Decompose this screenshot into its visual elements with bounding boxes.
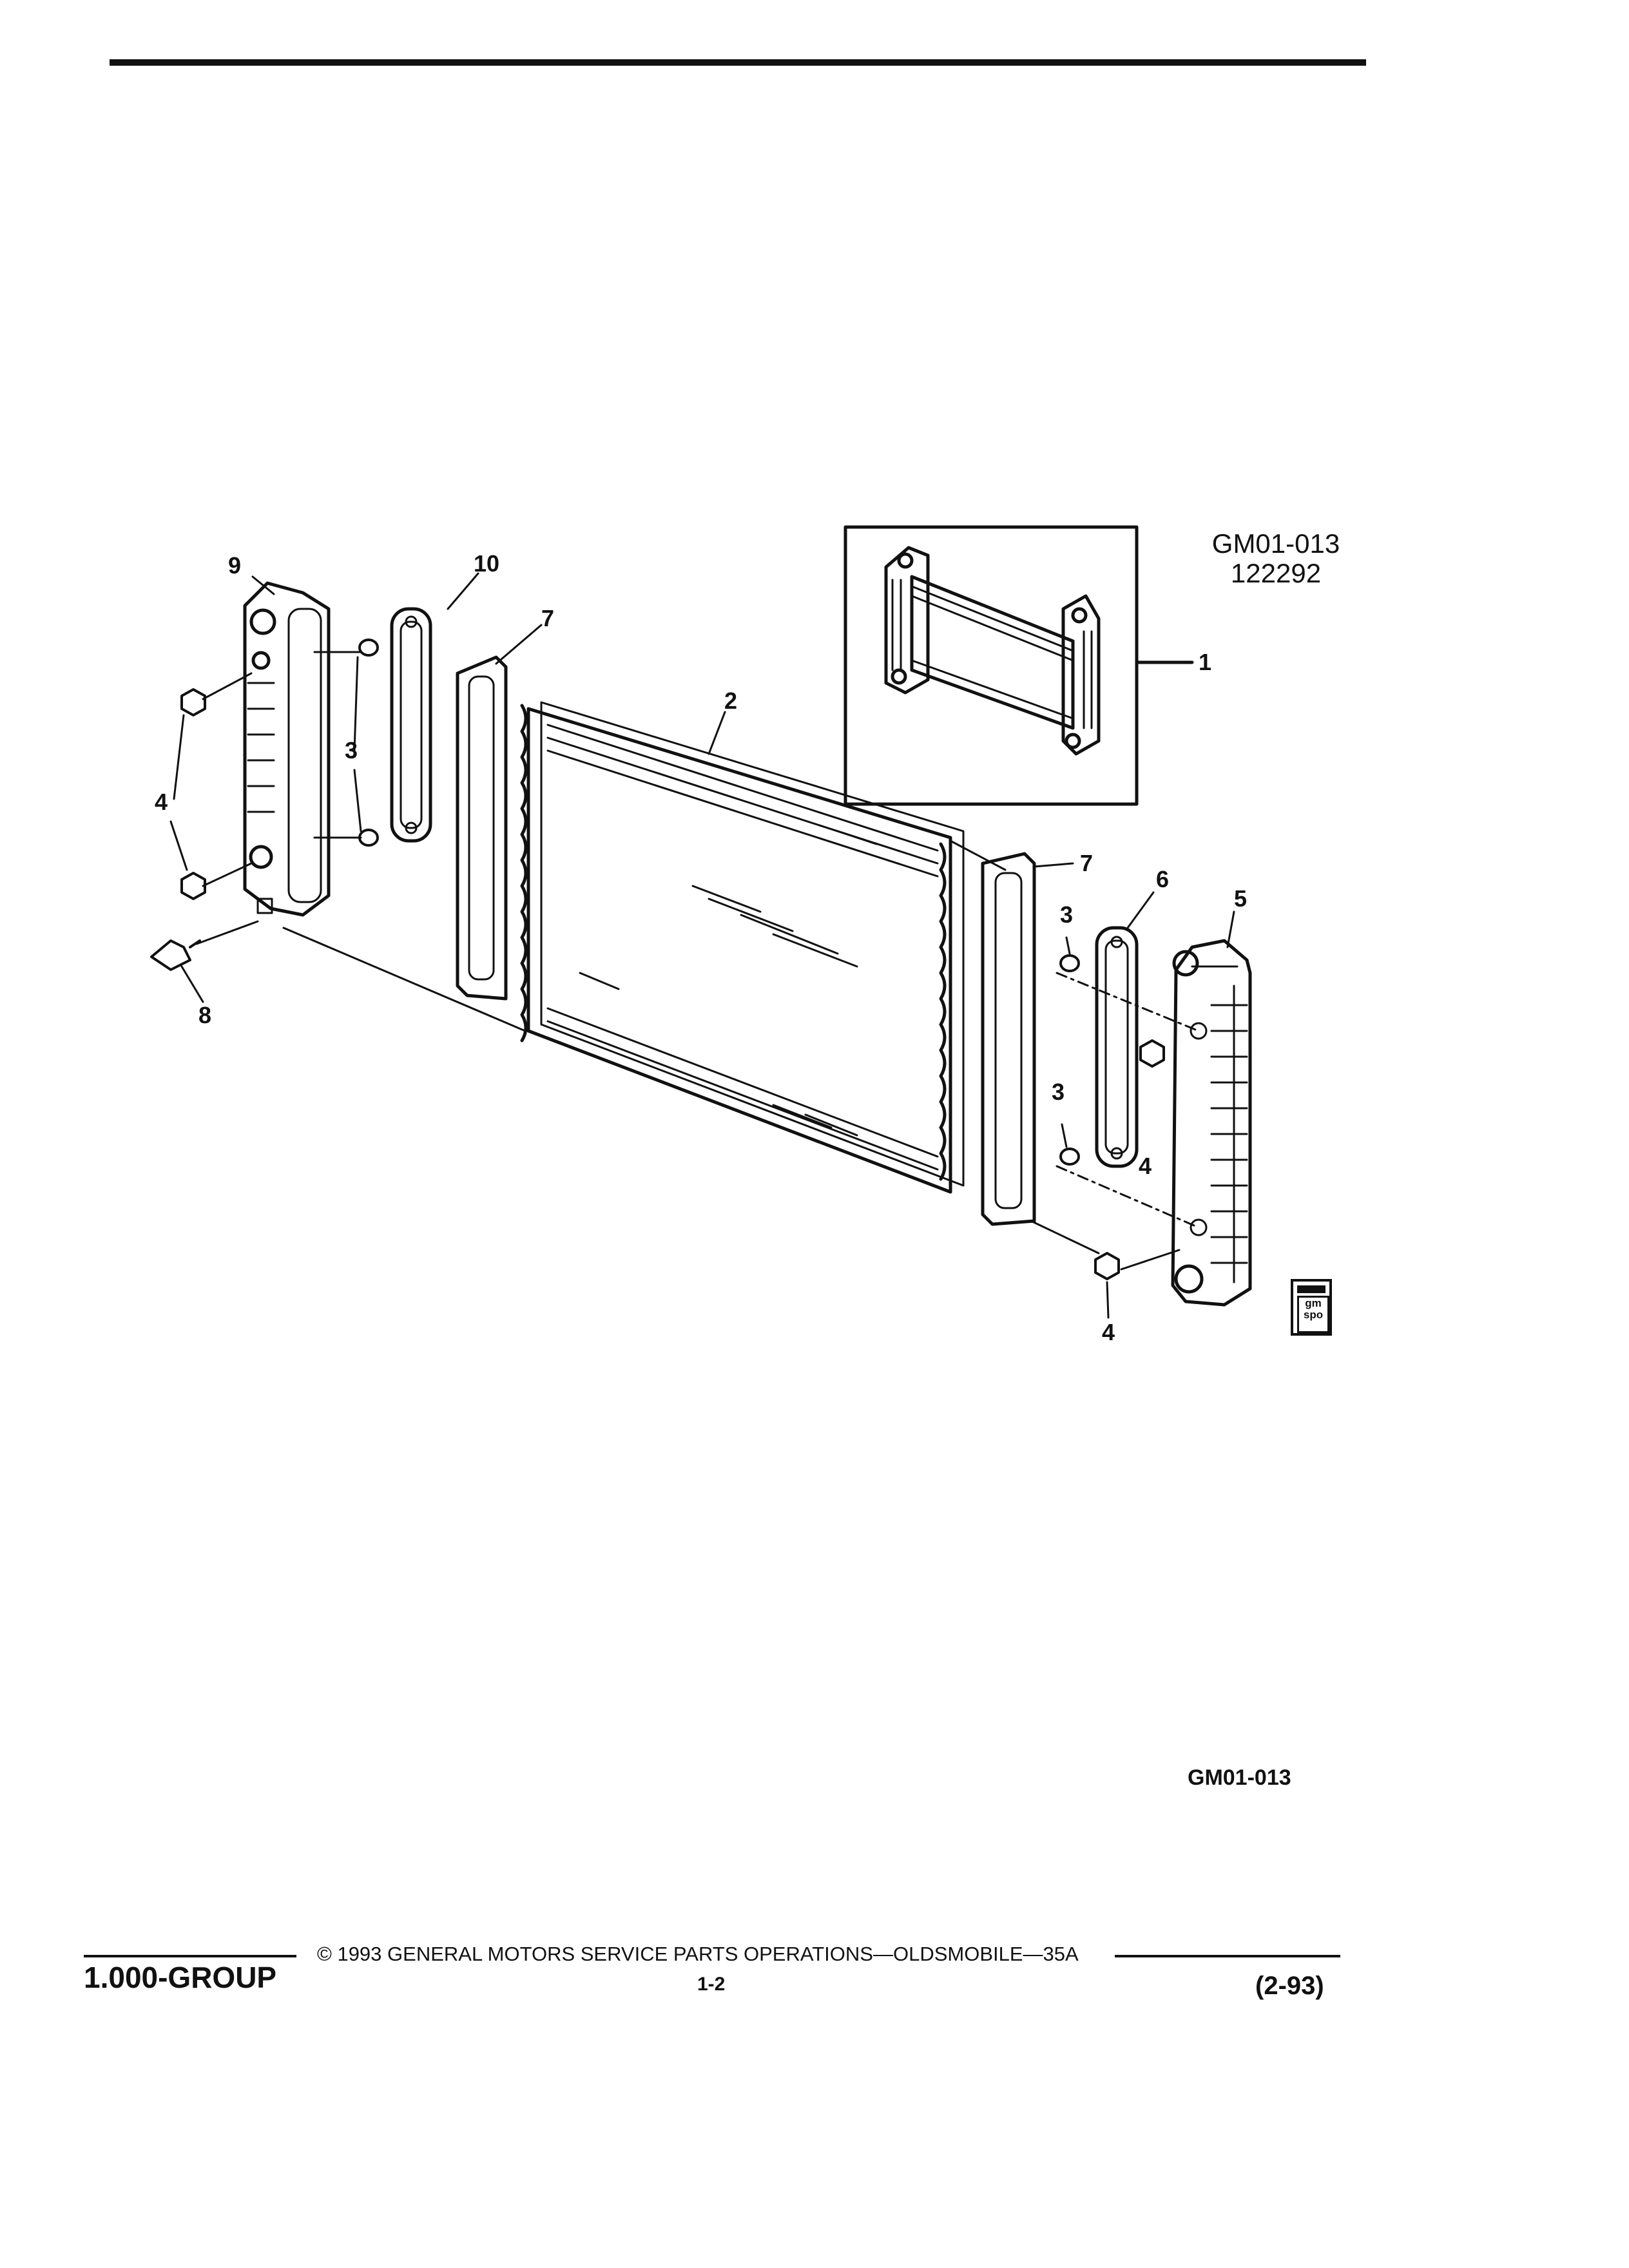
callout-7-right: 7 xyxy=(1080,850,1094,876)
gasket-right xyxy=(1095,926,1139,1168)
footer-copyright: © 1993 GENERAL MOTORS SERVICE PARTS OPER… xyxy=(317,1943,1079,1965)
callout-3-right-upper: 3 xyxy=(1060,901,1074,928)
footer-date: (2-93) xyxy=(1255,1972,1324,2000)
callout-1: 1 xyxy=(1199,649,1212,675)
logo-text: gm spo xyxy=(1297,1296,1329,1333)
seal-left xyxy=(456,655,508,1001)
drain-cock xyxy=(150,939,201,971)
callout-3-left: 3 xyxy=(345,737,358,764)
footer-rule-left xyxy=(84,1955,296,1957)
callout-4-left: 4 xyxy=(155,789,168,815)
callout-3-right-lower: 3 xyxy=(1052,1079,1065,1105)
footer-group: 1.000-GROUP xyxy=(84,1961,277,1994)
nuts xyxy=(180,688,1165,1280)
callout-6: 6 xyxy=(1156,866,1170,892)
callout-7-left: 7 xyxy=(541,605,555,631)
left-tank xyxy=(243,581,331,917)
radiator-core xyxy=(520,701,965,1194)
footer-rule-right xyxy=(1115,1955,1340,1957)
seal-right xyxy=(981,852,1036,1226)
leader-lines xyxy=(169,572,1235,1319)
grommets xyxy=(358,639,1080,1166)
callout-8: 8 xyxy=(198,1002,212,1028)
right-tank xyxy=(1171,939,1252,1307)
callout-4-right-bottom: 4 xyxy=(1102,1319,1115,1345)
top-rule xyxy=(110,59,1366,66)
gasket-left xyxy=(390,607,432,843)
callout-4-right-middle: 4 xyxy=(1139,1153,1152,1179)
inset-assembled-radiator xyxy=(843,525,1194,806)
callout-10: 10 xyxy=(474,550,500,577)
figure-date-code: 122292 xyxy=(1230,558,1322,588)
callout-5: 5 xyxy=(1234,885,1248,912)
callout-2: 2 xyxy=(724,687,738,714)
gm-spo-logo: gm spo xyxy=(1291,1279,1332,1336)
callout-9: 9 xyxy=(228,552,242,579)
logo-bar xyxy=(1297,1285,1325,1293)
figure-ref-bottom: GM01-013 xyxy=(1188,1765,1291,1790)
figure-code-top: GM01-013 xyxy=(1211,528,1340,559)
footer-page-number: 1-2 xyxy=(697,1974,726,1995)
